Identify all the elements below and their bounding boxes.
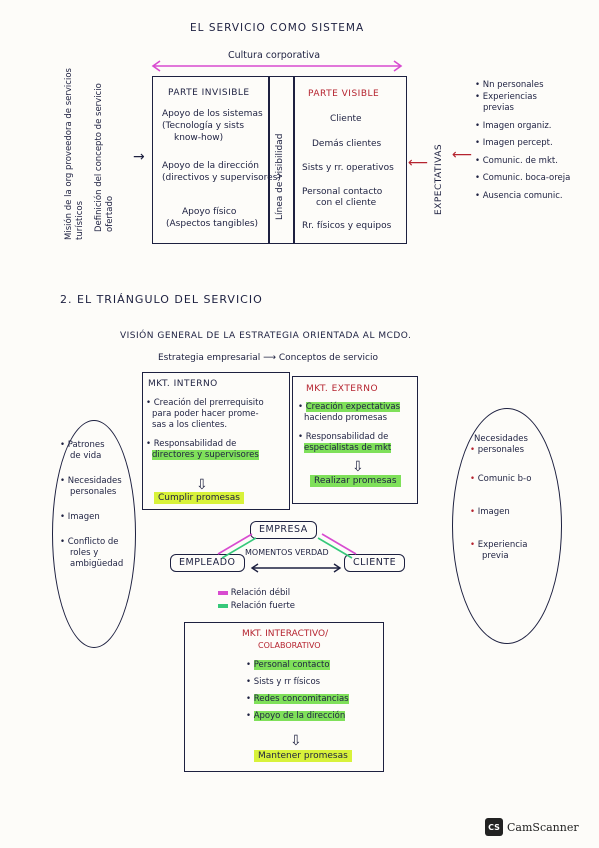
external-result: Realizar promesas [310,475,401,487]
node-empleado: EMPLEADO [170,554,245,572]
visibility-line-label: Línea de visibilidad [275,133,285,220]
left-oval [52,420,136,648]
legend-strong-swatch [218,603,228,608]
external-marketing-box [292,376,418,504]
moments-label: MOMENTOS VERDAD [245,548,329,557]
external-header: MKT. EXTERNO [306,384,379,394]
visible-item-1: Cliente [330,114,362,124]
interactive-header-1: MKT. INTERACTIVO/ [242,629,329,639]
right-oval [452,408,562,644]
interactive-header-2: COLABORATIVO [258,641,321,650]
invisible-item-3: Apoyo físico (Aspectos tangibles) [166,207,259,229]
arrow-left-red-icon: ⟵ [408,155,429,171]
culture-label: Cultura corporativa [228,50,321,61]
invisible-item-2: Apoyo de la dirección (directivos y supe… [162,161,281,183]
expectations-list: Nn personales Experiencias previas Image… [475,80,571,202]
internal-bullets: Creación del prerrequisito para poder ha… [146,398,264,461]
visible-item-2: Demás clientes [312,139,382,149]
section2-title: 2. EL TRIÁNGULO DEL SERVICIO [60,293,263,306]
visible-item-5: Rr. físicos y equipos [302,221,392,231]
invisible-item-1: Apoyo de los sistemas (Tecnología y sist… [162,109,263,143]
service-concept-text: Definición del concepto de servicio ofer… [94,83,115,232]
arrow-right-icon: → [133,149,145,165]
section1-title: EL SERVICIO COMO SISTEMA [190,22,365,34]
visible-header: PARTE VISIBLE [308,89,380,99]
culture-arrow [151,60,403,72]
visible-item-3: Sists y rr. operativos [302,163,394,173]
legend-weak: Relación débil [218,587,290,599]
interactive-marketing-box [184,622,384,772]
internal-result: Cumplir promesas [154,492,244,504]
visible-item-4b: con el cliente [316,198,377,208]
legend-weak-swatch [218,590,228,595]
legend-strong: Relación fuerte [218,600,295,612]
right-oval-list: Necesidades personales Comunic b-o Image… [470,434,531,562]
node-empresa: EMPRESA [250,521,317,539]
section2-subtitle: VISIÓN GENERAL DE LA ESTRATEGIA ORIENTAD… [120,331,412,341]
strategy-line: Estrategia empresarial ⟶ Conceptos de se… [158,353,378,363]
invisible-header: PARTE INVISIBLE [168,88,250,98]
internal-header: MKT. INTERNO [148,379,218,389]
mission-text: Misión de la org proveedora de servicios… [64,68,85,240]
external-bullets: Creación expectativas haciendo promesas … [298,402,401,454]
arrow-down-icon-2: ⇩ [352,459,364,475]
interactive-result: Mantener promesas [254,750,352,762]
visible-item-4: Personal contacto [302,187,383,197]
camscanner-brand: CamScanner [507,820,579,834]
camscanner-logo-icon: CS [485,818,503,836]
internal-marketing-box [142,372,290,510]
arrow-down-icon-3: ⇩ [290,733,302,749]
expectations-label: EXPECTATIVAS [434,143,444,215]
arrow-down-icon: ⇩ [196,477,208,493]
arrow-left-red-icon-2: ⟵ [452,147,473,163]
node-cliente: CLIENTE [344,554,406,572]
camscanner-watermark: CS CamScanner [485,818,579,836]
system-box [152,76,407,244]
left-oval-list: Patrones de vida Necesidades personales … [60,440,124,570]
interactive-list: Personal contacto Sists y rr físicos Red… [246,660,349,722]
triangle-relations [217,533,357,573]
